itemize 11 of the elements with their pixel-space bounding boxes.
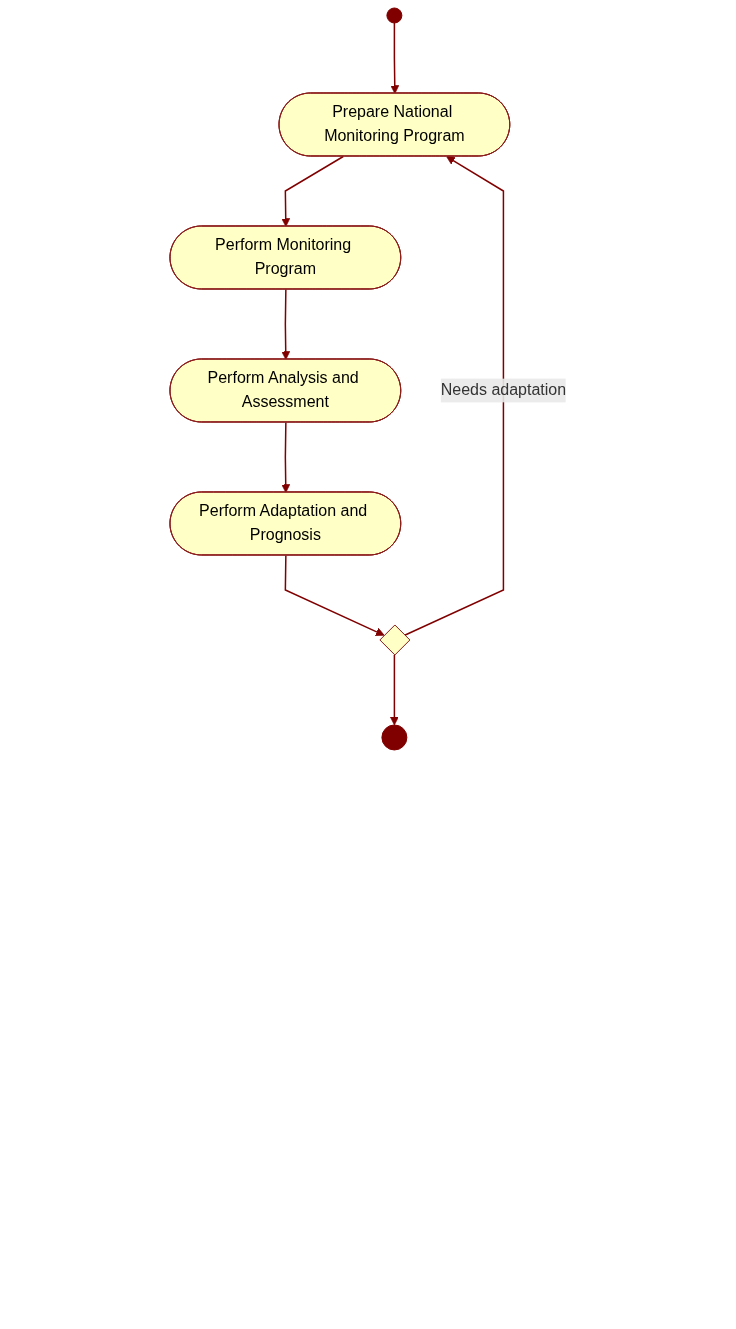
arrow: [281, 155, 344, 227]
node-circle: [386, 7, 403, 24]
edge-label: Needs adaptation: [440, 381, 567, 399]
arrow: [403, 156, 505, 636]
arrow: [389, 654, 399, 726]
arrow: [284, 554, 385, 636]
node-bullseye: [381, 724, 408, 751]
arrow: [281, 288, 291, 360]
arrow: [390, 22, 400, 94]
arrow: [281, 421, 291, 493]
node-diamond: [379, 624, 411, 656]
